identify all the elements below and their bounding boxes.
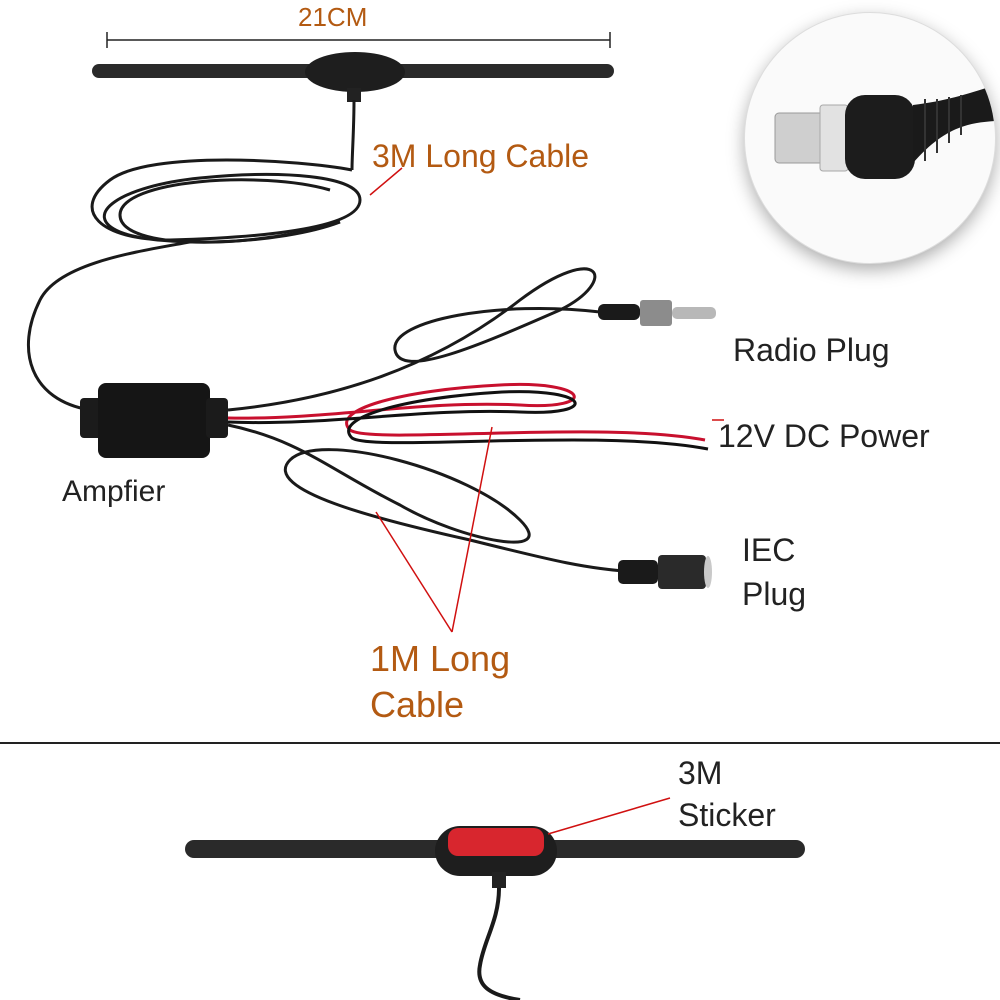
power-cable xyxy=(227,382,709,451)
iec-plug-label-line1: IEC xyxy=(742,532,796,568)
radio-plug xyxy=(598,300,716,326)
short-cable-label-line1: 1M Long xyxy=(370,638,511,679)
iec-plug-label-line2: Plug xyxy=(742,576,807,612)
radio-plug-label: Radio Plug xyxy=(733,332,890,368)
sticker-leader-line xyxy=(547,797,671,835)
amplifier-label: Ampfier xyxy=(62,475,166,508)
iec-closeup-illustration xyxy=(774,85,995,179)
iec-plug xyxy=(618,555,712,589)
sticker-label-line2: Sticker xyxy=(678,797,776,833)
dipole-antenna xyxy=(92,52,614,102)
product-scene-top xyxy=(26,32,724,633)
antenna-cable xyxy=(26,99,362,412)
section-divider xyxy=(0,742,1000,744)
sticker-label-line1: 3M xyxy=(678,755,723,791)
iec-cable xyxy=(227,423,641,574)
short-cable-label-line2: Cable xyxy=(370,684,465,725)
dimension-label: 21CM xyxy=(298,2,368,32)
antenna-cable-label: 3M Long Cable xyxy=(372,138,590,174)
leader-lines xyxy=(369,167,724,633)
power-label: 12V DC Power xyxy=(718,418,930,454)
dimension-line xyxy=(106,32,611,48)
radio-plug-cable xyxy=(227,267,601,412)
dipole-antenna-with-sticker xyxy=(185,826,805,1000)
sticker-pad xyxy=(448,828,544,856)
iec-closeup-inset xyxy=(745,13,995,263)
amplifier-box xyxy=(80,383,228,458)
